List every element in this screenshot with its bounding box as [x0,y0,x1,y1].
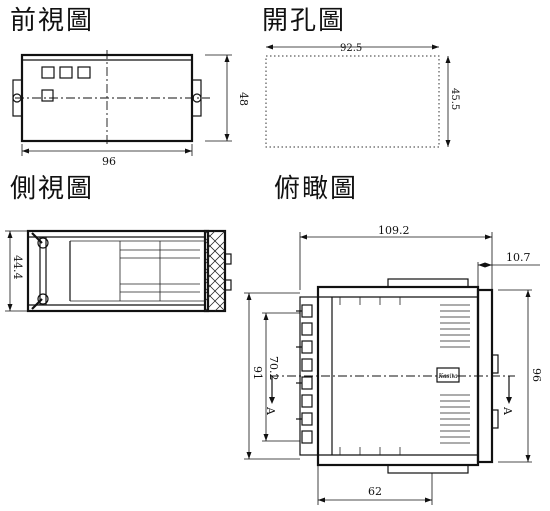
top-outer-height-dim: 91 [251,366,264,380]
front-display-1 [41,66,55,79]
side-bottom-clip [37,293,49,305]
top-upper-clip [387,278,469,288]
front-display-2 [59,66,73,79]
top-label-plate [436,367,460,383]
top-bottom-depth-dim: 62 [368,485,382,498]
front-display-3 [77,66,91,79]
top-view-title: 俯瞰圖 [274,174,359,204]
section-mark-left: A [264,406,277,416]
front-height-dim: 48 [237,92,250,106]
cutout-height-dim: 45.5 [449,88,460,110]
top-vents-upper [440,304,470,348]
side-view-title: 側視圖 [10,174,95,204]
top-bezel-depth-dim: 10.7 [506,251,531,264]
top-view: Kasita A A 109.2 [244,224,543,505]
cutout-view-title: 開孔圖 [262,6,347,36]
top-lower-clip [387,464,469,474]
side-top-clip [37,237,49,249]
side-view: 44.4 [5,229,232,313]
top-brand-label: Kasita [437,373,457,380]
cutout-view: 92.5 45.5 [265,43,460,148]
front-key [41,89,54,102]
front-view-title: 前視圖 [10,6,95,36]
top-total-depth-dim: 109.2 [378,224,410,237]
front-width-dim: 96 [102,155,116,168]
cutout-width-dim: 92.5 [340,43,362,54]
side-height-dim: 44.4 [11,255,24,280]
top-front-height-dim: 96 [530,368,543,382]
section-mark-right: A [501,406,514,416]
top-inner-height-dim: 70.2 [267,356,280,381]
front-view: 96 48 [12,50,250,168]
cutout-outline [265,55,440,148]
top-vents-lower [440,394,470,444]
